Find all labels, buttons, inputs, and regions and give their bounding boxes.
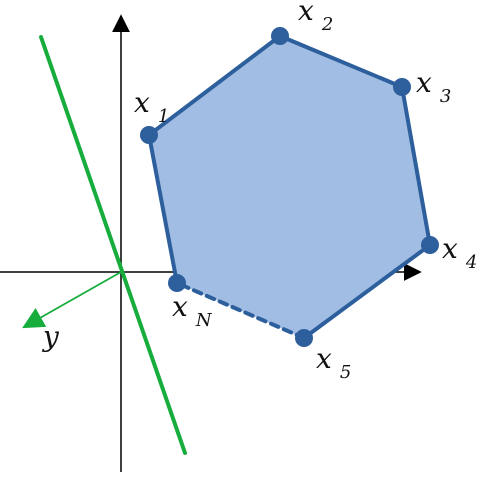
vertex-x5 bbox=[295, 329, 313, 347]
edge-xN-x1 bbox=[147, 133, 179, 285]
label-x3: x 3 bbox=[416, 66, 451, 107]
label-x2-sub: 2 bbox=[321, 14, 333, 35]
label-xN-main: x bbox=[172, 290, 188, 323]
label-x2: x 2 bbox=[298, 0, 333, 35]
vertex-x4 bbox=[421, 236, 439, 254]
label-x5-main: x bbox=[316, 342, 332, 375]
label-x4-main: x bbox=[442, 232, 458, 265]
vertex-x3 bbox=[393, 78, 411, 96]
label-x1: x 1 bbox=[134, 86, 169, 127]
y-vector bbox=[22, 271, 122, 329]
label-y: y bbox=[41, 320, 60, 353]
label-x3-sub: 3 bbox=[440, 86, 451, 107]
edge-x4-x5 bbox=[302, 243, 432, 340]
edge-x2-x3 bbox=[278, 34, 404, 89]
polygon-region bbox=[149, 36, 430, 338]
label-x4: x 4 bbox=[442, 232, 477, 273]
label-xN-sub: N bbox=[195, 310, 213, 331]
supporting-line bbox=[39, 35, 187, 455]
vertex-x2 bbox=[271, 27, 289, 45]
label-x4-sub: 4 bbox=[465, 252, 477, 273]
label-x5: x 5 bbox=[316, 342, 351, 383]
label-x5-sub: 5 bbox=[340, 362, 351, 383]
label-x2-main: x bbox=[298, 0, 314, 27]
edge-x1-x2 bbox=[147, 34, 282, 137]
vertex-x1 bbox=[140, 126, 158, 144]
label-x1-main: x bbox=[134, 86, 150, 119]
edge-x5-xN bbox=[175, 281, 306, 340]
label-xN: x N bbox=[172, 290, 213, 331]
label-x3-main: x bbox=[416, 66, 432, 99]
vertex-xN bbox=[168, 274, 186, 292]
label-x1-sub: 1 bbox=[158, 106, 169, 127]
edge-x3-x4 bbox=[400, 85, 432, 247]
